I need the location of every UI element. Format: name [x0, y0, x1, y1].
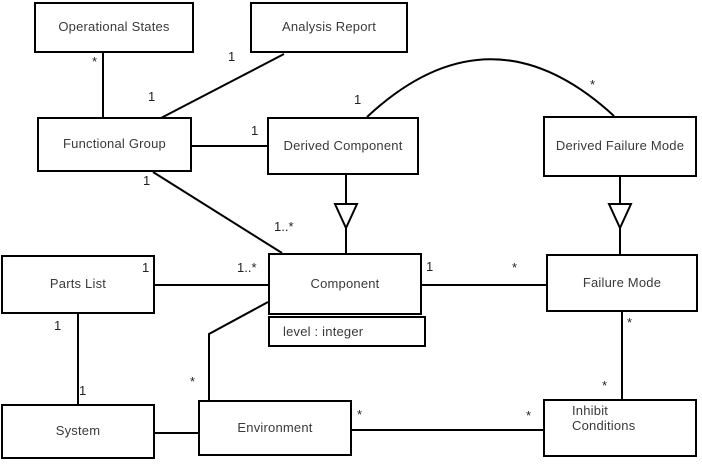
- multiplicity-label: 1: [228, 49, 236, 64]
- multiplicity-label: *: [512, 260, 518, 275]
- edge-analysis-report-functional-group: [160, 53, 285, 119]
- class-name-environment: Environment: [237, 419, 313, 435]
- multiplicity-label: 1: [79, 383, 87, 398]
- class-name-derived-component: Derived Component: [283, 137, 403, 153]
- edge-derived-component-derived-failure-mode-arc: [366, 58, 615, 118]
- multiplicity-label: *: [627, 315, 633, 330]
- generalization-arrow-component: [333, 203, 359, 231]
- class-name-functional-group: Functional Group: [63, 136, 166, 152]
- class-component[interactable]: Component: [268, 253, 422, 315]
- class-derived-component[interactable]: Derived Component: [267, 117, 419, 175]
- multiplicity-label: 1: [143, 173, 151, 188]
- class-name-analysis-report: Analysis Report: [281, 19, 377, 35]
- edge-component-environment: [208, 301, 269, 400]
- multiplicity-label: 1: [251, 123, 259, 138]
- class-attributes-component[interactable]: level : integer: [268, 316, 426, 347]
- multiplicity-label: 1..*: [237, 260, 257, 275]
- attribute-text: level : integer: [283, 324, 364, 339]
- multiplicity-label: 1: [142, 260, 150, 275]
- multiplicity-label: 1: [54, 318, 62, 333]
- class-name-failure-mode: Failure Mode: [582, 274, 662, 290]
- multiplicity-label: *: [526, 408, 532, 423]
- edge-functional-group-component: [152, 171, 283, 254]
- multiplicity-label: 1: [148, 89, 156, 104]
- multiplicity-label: *: [190, 374, 196, 389]
- multiplicity-label: 1..*: [274, 219, 294, 234]
- multiplicity-label: 1: [354, 92, 362, 107]
- class-name-parts-list: Parts List: [49, 276, 107, 292]
- multiplicity-label: *: [590, 77, 596, 92]
- class-operational-states[interactable]: Operational States: [34, 2, 194, 53]
- class-analysis-report[interactable]: Analysis Report: [250, 2, 408, 53]
- generalization-arrow-failure-mode: [607, 203, 633, 231]
- class-name-operational-states: Operational States: [58, 19, 170, 35]
- class-name-system: System: [55, 423, 101, 439]
- class-parts-list[interactable]: Parts List: [1, 255, 155, 314]
- multiplicity-label: *: [357, 407, 363, 422]
- multiplicity-label: *: [602, 378, 608, 393]
- class-name-derived-failure-mode: Derived Failure Mode: [555, 138, 685, 154]
- class-system[interactable]: System: [1, 404, 155, 459]
- multiplicity-label: *: [92, 54, 98, 69]
- class-functional-group[interactable]: Functional Group: [37, 117, 192, 172]
- multiplicity-label: 1: [426, 259, 434, 274]
- class-derived-failure-mode[interactable]: Derived Failure Mode: [543, 116, 697, 177]
- class-failure-mode[interactable]: Failure Mode: [546, 254, 698, 312]
- class-name-component: Component: [310, 275, 380, 291]
- class-environment[interactable]: Environment: [198, 400, 352, 456]
